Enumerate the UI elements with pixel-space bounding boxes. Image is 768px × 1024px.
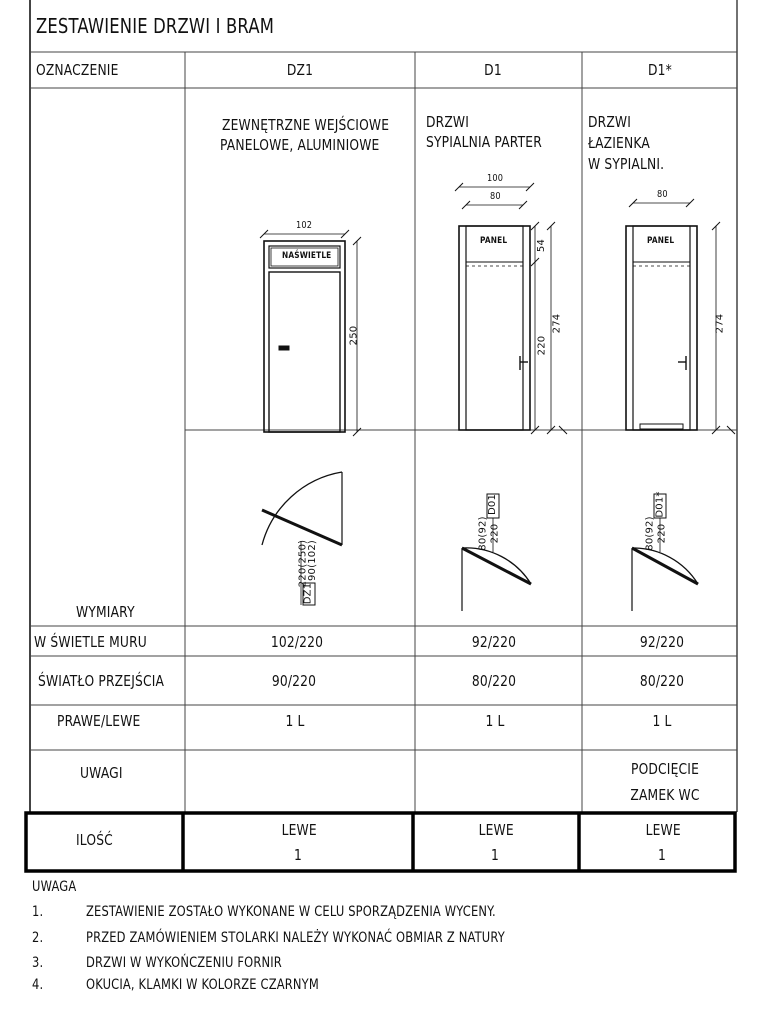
- prawe-lewe-d1star: 1 L: [652, 712, 672, 730]
- col-header-d1: D1: [484, 61, 502, 79]
- d1-panel-label: PANEL: [480, 236, 508, 246]
- d1star-total-dim: 274: [714, 313, 726, 334]
- ilosc-d1star-side: LEWE: [645, 821, 681, 839]
- d1star-description-line1: DRZWI: [588, 113, 632, 131]
- ilosc-d1-count: 1: [491, 846, 499, 864]
- dz1-elevation: [259, 229, 362, 437]
- uwagi-d1star-line1: PODCIĘCIE: [630, 760, 700, 778]
- dz1-width-dim: 102: [296, 220, 313, 231]
- page-title: ZESTAWIENIE DRZWI I BRAM: [36, 14, 275, 38]
- note-4-number: 4.: [32, 977, 44, 993]
- d1-leaf-dim: 220: [536, 335, 548, 356]
- swiatlo-d1star: 80/220: [639, 672, 685, 690]
- d1-total-dim: 274: [551, 313, 563, 334]
- ilosc-row-frame: [24, 811, 737, 873]
- oznaczenie-label: OZNACZENIE: [36, 61, 119, 79]
- dz1-description-line1: ZEWNĘTRZNE WEJŚCIOWE: [222, 116, 390, 134]
- note-2-number: 2.: [32, 930, 44, 946]
- d1star-plan-tag: D01*: [654, 491, 666, 518]
- d1-description-line2: SYPIALNIA PARTER: [426, 133, 542, 151]
- ilosc-d1-side: LEWE: [478, 821, 514, 839]
- dz1-transom-label: NAŚWIETLE: [282, 251, 332, 261]
- d1-plan-dim1: 80(92): [477, 516, 489, 551]
- d1star-description-line2: ŁAZIENKA: [588, 134, 650, 152]
- swiatlo-d1: 80/220: [471, 672, 517, 690]
- ilosc-d1star-count: 1: [658, 846, 666, 864]
- w-swietle-label: W ŚWIETLE MURU: [34, 633, 147, 651]
- d1-top-dim: 54: [536, 238, 548, 253]
- notes-heading: UWAGA: [32, 879, 77, 895]
- note-4-text: OKUCIA, KLAMKI W KOLORZE CZARNYM: [86, 977, 319, 993]
- w-swietle-d1: 92/220: [471, 633, 517, 651]
- note-3-number: 3.: [32, 955, 44, 971]
- d1star-panel-label: PANEL: [647, 236, 675, 246]
- prawe-lewe-d1: 1 L: [485, 712, 505, 730]
- d1-plan-swing: [461, 493, 532, 611]
- d1-elevation: [454, 182, 568, 435]
- note-2-text: PRZED ZAMÓWIENIEM STOLARKI NALEŻY WYKONA…: [86, 930, 505, 946]
- ilosc-label: ILOŚĆ: [76, 831, 113, 849]
- uwagi-label: UWAGI: [80, 764, 123, 782]
- d1star-plan-dim1: 80(92): [644, 516, 656, 551]
- prawe-lewe-dz1: 1 L: [285, 712, 305, 730]
- prawe-lewe-label: PRAWE/LEWE: [57, 712, 141, 730]
- d1star-plan-swing: [631, 493, 699, 611]
- w-swietle-dz1: 102/220: [270, 633, 324, 651]
- dz1-height-dim: 250: [348, 325, 360, 346]
- col-header-d1star: D1*: [648, 61, 672, 79]
- note-1-text: ZESTAWIENIE ZOSTAŁO WYKONANE W CELU SPOR…: [86, 904, 496, 920]
- w-swietle-d1star: 92/220: [639, 633, 685, 651]
- swiatlo-dz1: 90/220: [271, 672, 317, 690]
- d1star-plan-dim2: 220: [656, 523, 668, 544]
- ilosc-dz1-side: LEWE: [281, 821, 317, 839]
- dz1-plan-dim1: 90(102): [307, 539, 319, 582]
- d1-width-dim: 80: [490, 191, 501, 202]
- d1-description-line1: DRZWI: [426, 113, 470, 131]
- dz1-plan-swing: [261, 471, 343, 606]
- d1star-width-dim: 80: [657, 189, 668, 200]
- dz1-description-line2: PANELOWE, ALUMINIOWE: [220, 136, 380, 154]
- d1star-elevation: [625, 198, 736, 435]
- uwagi-d1star-line2: ZAMEK WC: [630, 786, 700, 804]
- swiatlo-label: ŚWIATŁO PRZEJŚCIA: [38, 672, 165, 690]
- note-1-number: 1.: [32, 904, 44, 920]
- d1-plan-dim2: 220: [489, 523, 501, 544]
- col-header-dz1: DZ1: [286, 61, 314, 79]
- note-3-text: DRZWI W WYKOŃCZENIU FORNIR: [86, 955, 282, 971]
- d1-plan-tag: D01: [487, 493, 499, 516]
- d1star-description-line3: W SYPIALNI.: [588, 155, 665, 173]
- d1-outer-dim: 100: [487, 173, 504, 184]
- ilosc-dz1-count: 1: [294, 846, 302, 864]
- dz1-plan-dim2: 220(250): [297, 539, 309, 588]
- wymiary-label: WYMIARY: [76, 603, 135, 621]
